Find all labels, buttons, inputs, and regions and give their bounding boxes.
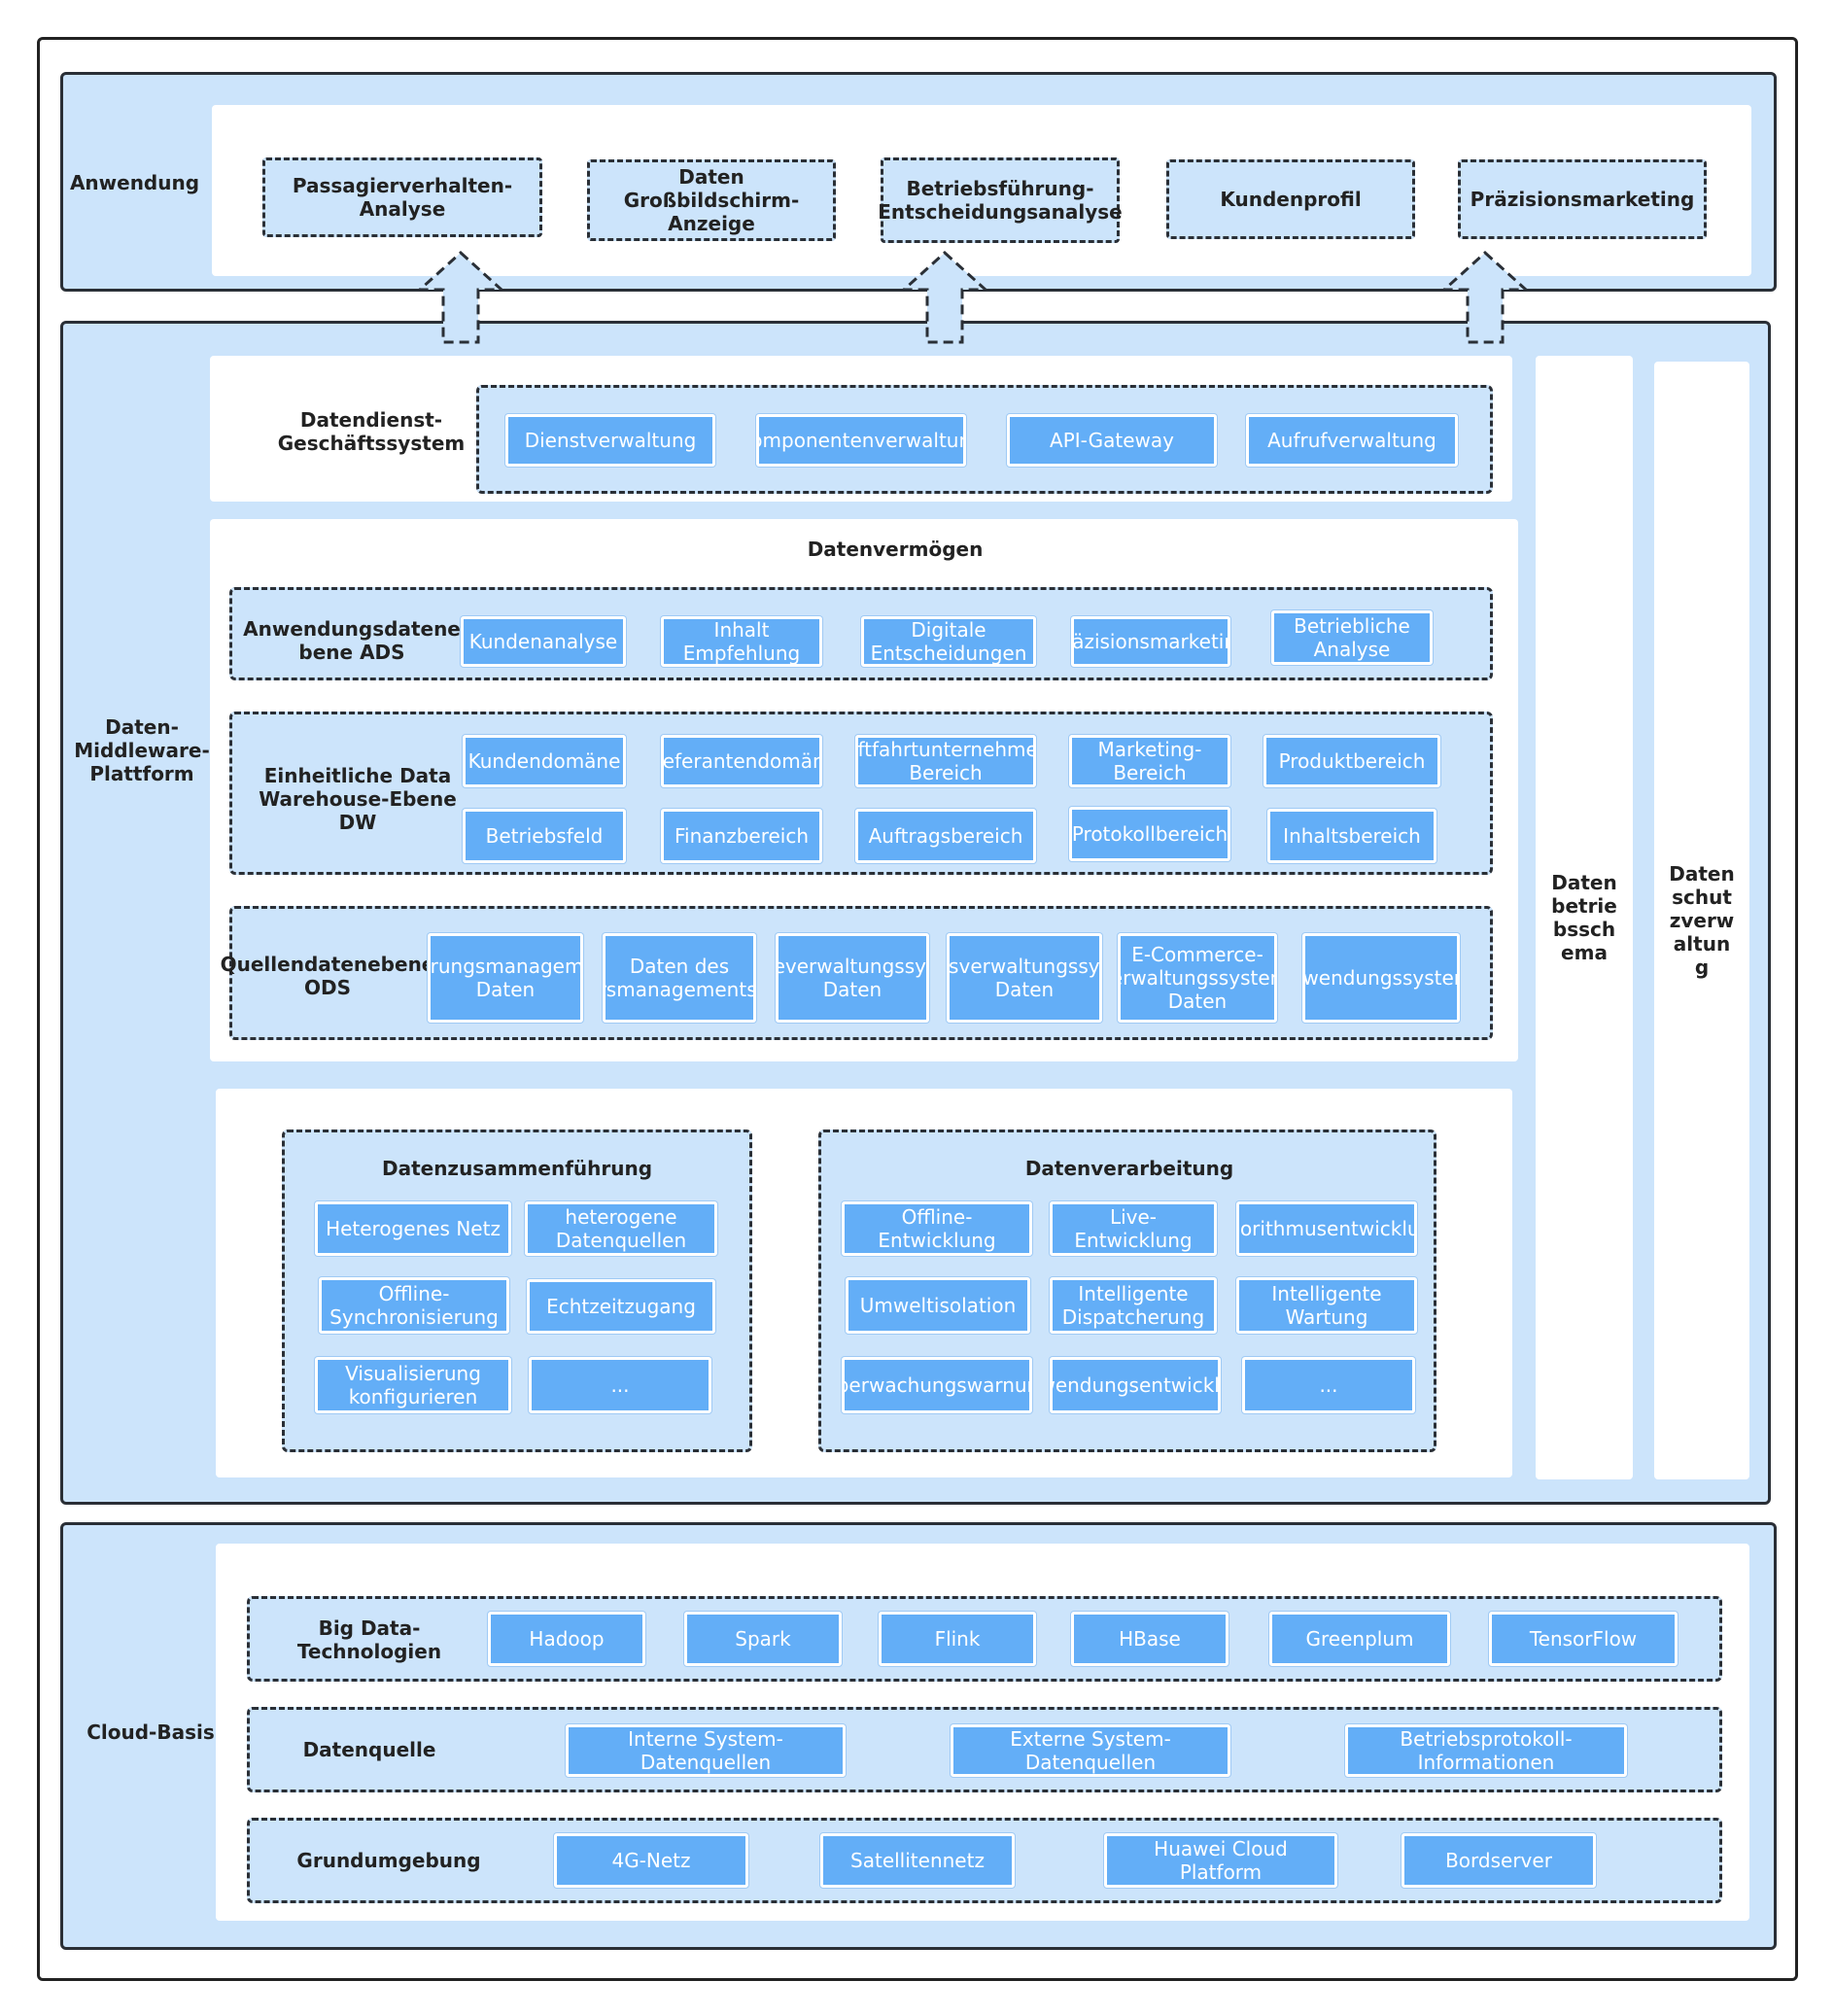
chip-komponentenverwaltung: Komponentenverwaltung — [756, 414, 966, 467]
ods-label: Quellendatenebene ODS — [220, 953, 435, 999]
chip-luftfahrtunternehmen: Luftfahrtunternehmen-Bereich — [855, 735, 1036, 787]
dw-label: Einheitliche Data Warehouse-Ebene DW — [259, 764, 457, 834]
side-datenschutzverwaltung: Datenschutzverwaltung — [1654, 362, 1749, 1479]
arrow-up-icon-3 — [1440, 251, 1530, 344]
source-label: Datenquelle — [302, 1738, 436, 1761]
chip-echtzeitzugang: Echtzeitzugang — [527, 1279, 715, 1334]
chip-werbeverwaltung: Werbeverwaltungssystem-Daten — [776, 933, 929, 1023]
chip-api-gateway: API-Gateway — [1007, 414, 1217, 467]
chip-satellitennetz: Satellitennetz — [820, 1833, 1015, 1888]
ads-label: Anwendungsdatenebene ADS — [243, 617, 461, 664]
chip-visualisierung: Visualisierung konfigurieren — [315, 1357, 511, 1413]
chip-integration-more: ... — [529, 1357, 711, 1413]
app-grossbildschirm: Daten Großbildschirm-Anzeige — [587, 159, 836, 241]
chip-umweltisolation: Umweltisolation — [846, 1277, 1030, 1334]
assets-title: Datenvermögen — [807, 538, 984, 561]
chip-inhaltsverwaltung: Inhaltsverwaltungssystem-Daten — [947, 933, 1102, 1023]
chip-intelligente-wartung: Intelligente Wartung — [1236, 1277, 1417, 1334]
side-datenbetriebsschema: Datenbetriebsschema — [1536, 356, 1633, 1479]
app-betriebsfuehrung: Betriebsführung-Entscheidungsanalyse — [878, 157, 1123, 243]
app-kundenprofil: Kundenprofil — [1166, 159, 1415, 239]
chip-betriebsfeld: Betriebsfeld — [463, 809, 626, 863]
integration-title: Datenzusammenführung — [381, 1157, 653, 1180]
bigdata-label: Big Data-Technologien — [296, 1616, 442, 1663]
chip-heterogene-datenquellen: heterogene Datenquellen — [525, 1201, 717, 1256]
chip-tensorflow: TensorFlow — [1489, 1612, 1678, 1666]
chip-kundenanalyse: Kundenanalyse — [461, 616, 626, 667]
chip-produktbereich: Produktbereich — [1263, 735, 1440, 787]
app-praezisionsmarketing: Präzisionsmarketing — [1458, 159, 1707, 239]
chip-live-entwicklung: Live-Entwicklung — [1050, 1201, 1217, 1256]
chip-heterogenes-netz: Heterogenes Netz — [315, 1201, 511, 1256]
env-label: Grundumgebung — [296, 1849, 481, 1872]
chip-externe-datenquellen: Externe System-Datenquellen — [951, 1724, 1230, 1777]
chip-ecommerce-verwaltung: E-Commerce-Verwaltungssystem-Daten — [1118, 933, 1277, 1023]
chip-greenplum: Greenplum — [1269, 1612, 1450, 1666]
chip-ueberwachungswarnung: Überwachungswarnung — [842, 1357, 1032, 1413]
chip-kundendomaene: Kundendomäne — [463, 735, 626, 787]
chip-marketing-bereich: Marketing-Bereich — [1069, 735, 1230, 787]
chip-protokollbereich: Protokollbereich — [1069, 807, 1230, 861]
chip-finanzbereich: Finanzbereich — [661, 809, 822, 863]
chip-auftragsbereich: Auftragsbereich — [855, 809, 1036, 863]
chip-flink: Flink — [879, 1612, 1036, 1666]
chip-inhalt-empfehlung: Inhalt Empfehlung — [661, 616, 822, 667]
chip-betriebsprotokoll: Betriebsprotokoll-Informationen — [1345, 1724, 1627, 1777]
chip-bordserver: Bordserver — [1401, 1833, 1596, 1888]
chip-betriebsfuehrungsmanagement: Betriebsführungsmanagementsystem-Daten — [428, 933, 583, 1023]
chip-offline-synchronisierung: Offline-Synchronisierung — [319, 1277, 509, 1334]
chip-algorithmusentwicklung: Algorithmusentwicklung — [1236, 1201, 1417, 1256]
chip-4g-netz: 4G-Netz — [554, 1833, 748, 1888]
chip-spark: Spark — [684, 1612, 842, 1666]
chip-hadoop: Hadoop — [488, 1612, 645, 1666]
cloud-label: Cloud-Basis — [87, 1721, 215, 1744]
chip-inhaltsbereich: Inhaltsbereich — [1267, 809, 1436, 863]
chip-betriebliche-analyse: Betriebliche Analyse — [1271, 610, 1433, 665]
chip-processing-more: ... — [1242, 1357, 1415, 1413]
chip-interne-datenquellen: Interne System-Datenquellen — [566, 1724, 846, 1777]
service-label: Datendienst-Geschäftssystem — [277, 408, 466, 455]
arrow-up-icon-2 — [900, 251, 989, 344]
anwendung-label: Anwendung — [69, 171, 200, 194]
chip-anwendungsentwicklung: Anwendungsentwicklung — [1050, 1357, 1221, 1413]
chip-verkehrsmanagement: Daten des Verkehrsmanagementsystems — [603, 933, 756, 1023]
processing-title: Datenverarbeitung — [1024, 1157, 1234, 1180]
arrow-up-icon-1 — [416, 251, 505, 344]
chip-digitale-entscheidungen: Digitale Entscheidungen — [861, 616, 1036, 667]
chip-lieferantendomaene: Lieferantendomäne — [661, 735, 822, 787]
chip-huawei-cloud: Huawei Cloud Platform — [1104, 1833, 1337, 1888]
chip-aufrufverwaltung: Aufrufverwaltung — [1246, 414, 1458, 467]
chip-bordanwendung: Bordanwendungssystemdaten — [1302, 933, 1460, 1023]
chip-praezisionsmarketing: Präzisionsmarketing — [1071, 616, 1230, 667]
app-passagierverhalten: Passagierverhalten-Analyse — [262, 157, 542, 237]
chip-offline-entwicklung: Offline-Entwicklung — [842, 1201, 1032, 1256]
chip-hbase: HBase — [1071, 1612, 1228, 1666]
middleware-label: Daten-Middleware-Plattform — [74, 715, 210, 785]
chip-dienstverwaltung: Dienstverwaltung — [505, 414, 715, 467]
chip-intelligente-dispatcherung: Intelligente Dispatcherung — [1050, 1277, 1217, 1334]
